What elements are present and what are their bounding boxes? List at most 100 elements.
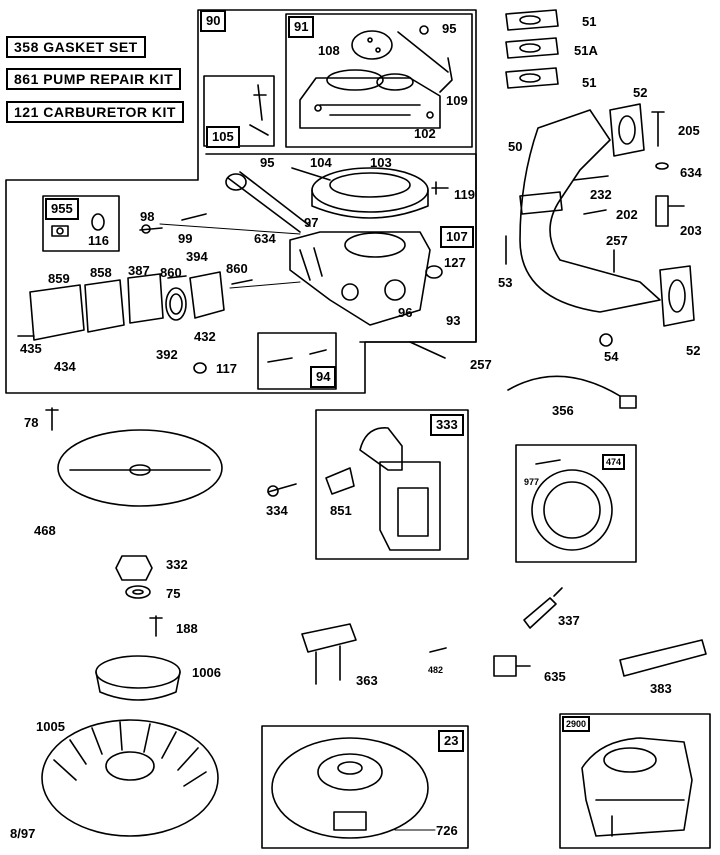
shaft-634-a bbox=[225, 171, 311, 233]
part-label-634-a: 634 bbox=[254, 231, 276, 246]
part-label-188: 188 bbox=[176, 621, 198, 636]
part-label-1005: 1005 bbox=[36, 719, 65, 734]
flywheel-23 bbox=[271, 737, 429, 839]
part-label-98: 98 bbox=[140, 209, 155, 224]
screw-98 bbox=[139, 224, 163, 234]
box-2900-frame bbox=[559, 713, 711, 849]
part-label-1006: 1006 bbox=[192, 665, 221, 680]
box-tag-94: 94 bbox=[310, 366, 337, 388]
part-label-860-b: 860 bbox=[226, 261, 248, 276]
box-tag-955: 955 bbox=[45, 198, 79, 220]
bolt-54 bbox=[599, 333, 613, 347]
plug-955 bbox=[51, 225, 69, 237]
part-label-232: 232 bbox=[590, 187, 612, 202]
washer-75 bbox=[125, 585, 151, 599]
part-label-435: 435 bbox=[20, 341, 42, 356]
part-label-363: 363 bbox=[356, 673, 378, 688]
part-label-102: 102 bbox=[414, 126, 436, 141]
box-tag-333: 333 bbox=[430, 414, 464, 436]
carburetor-body-107 bbox=[289, 231, 443, 326]
box-tag-107: 107 bbox=[440, 226, 474, 248]
part-label-356: 356 bbox=[552, 403, 574, 418]
box-955-frame bbox=[42, 195, 120, 252]
carburetor-upper-body bbox=[299, 69, 441, 129]
part-label-332: 332 bbox=[166, 557, 188, 572]
part-label-96: 96 bbox=[398, 305, 413, 320]
part-label-726: 726 bbox=[436, 823, 458, 838]
part-label-977: 977 bbox=[524, 477, 540, 487]
part-label-109: 109 bbox=[446, 93, 468, 108]
box-tag-2900: 2900 bbox=[562, 716, 591, 732]
part-label-51A: 51A bbox=[574, 43, 598, 58]
part-label-119: 119 bbox=[454, 187, 475, 202]
spring-860 bbox=[167, 275, 253, 285]
part-label-851: 851 bbox=[330, 503, 352, 518]
part-label-99: 99 bbox=[178, 231, 193, 246]
tool-383 bbox=[619, 639, 707, 677]
throttle-plate-108 bbox=[351, 30, 393, 60]
part-label-78: 78 bbox=[24, 415, 39, 430]
part-label-482: 482 bbox=[428, 665, 444, 675]
pump-link-line bbox=[229, 281, 301, 289]
part-label-116: 116 bbox=[88, 233, 109, 248]
washer-634-b bbox=[655, 162, 669, 170]
footer-date: 8/97 bbox=[10, 826, 36, 841]
carburetor-assembly-frame bbox=[5, 9, 477, 394]
part-label-50: 50 bbox=[508, 139, 523, 154]
cap-116 bbox=[91, 213, 105, 231]
clip-202 bbox=[583, 209, 607, 215]
spring-104 bbox=[291, 167, 331, 181]
part-label-54: 54 bbox=[604, 349, 619, 364]
gaskets-51 bbox=[505, 9, 559, 89]
box-474-frame bbox=[515, 444, 637, 563]
clip-851 bbox=[325, 467, 355, 495]
part-label-858: 858 bbox=[90, 265, 112, 280]
spark-plug-337 bbox=[523, 587, 563, 629]
part-label-394: 394 bbox=[186, 249, 208, 264]
kit-label-gasket-set: 358 GASKET SET bbox=[6, 36, 146, 58]
part-label-205: 205 bbox=[678, 123, 700, 138]
coil-474 bbox=[531, 469, 613, 551]
float-bowl-103 bbox=[311, 167, 429, 219]
pump-plates bbox=[29, 271, 225, 341]
carburetor-body-frame bbox=[205, 153, 477, 343]
ignition-armature-333 bbox=[359, 427, 441, 551]
part-label-127: 127 bbox=[444, 255, 466, 270]
part-label-860-a: 860 bbox=[160, 265, 182, 280]
box-333-frame bbox=[315, 409, 469, 560]
part-label-52-b: 52 bbox=[686, 343, 701, 358]
part-label-104: 104 bbox=[310, 155, 332, 170]
fitting-635 bbox=[493, 655, 531, 677]
throttle-shaft-109 bbox=[397, 25, 453, 93]
part-117 bbox=[193, 362, 207, 374]
part-label-468: 468 bbox=[34, 523, 56, 538]
part-label-52-a: 52 bbox=[633, 85, 648, 100]
part-label-257-a: 257 bbox=[470, 357, 492, 372]
part-label-392: 392 bbox=[156, 347, 178, 362]
part-label-95: 95 bbox=[442, 21, 457, 36]
engine-2900 bbox=[581, 737, 693, 837]
bolt-188 bbox=[149, 615, 163, 637]
bolt-205 bbox=[651, 111, 665, 147]
part-label-117: 117 bbox=[216, 361, 237, 376]
part-label-635: 635 bbox=[544, 669, 566, 684]
part-label-51-a: 51 bbox=[582, 14, 597, 29]
part-label-257-b: 257 bbox=[606, 233, 628, 248]
spring-232 bbox=[573, 175, 609, 181]
needle-105 bbox=[249, 84, 269, 136]
box-tag-105: 105 bbox=[206, 126, 240, 148]
screw-257-a bbox=[409, 341, 446, 359]
intake-elbow-50 bbox=[519, 109, 661, 313]
nut-332 bbox=[115, 555, 153, 581]
part-label-432: 432 bbox=[194, 329, 216, 344]
part-label-334: 334 bbox=[266, 503, 288, 518]
box-23-frame bbox=[261, 725, 469, 849]
part-label-203: 203 bbox=[680, 223, 702, 238]
part-label-434: 434 bbox=[54, 359, 76, 374]
bracket-363 bbox=[301, 623, 357, 685]
part-label-51-b: 51 bbox=[582, 75, 597, 90]
part-label-202: 202 bbox=[616, 207, 638, 222]
plug-977 bbox=[535, 459, 561, 465]
part-label-95-b: 95 bbox=[260, 155, 275, 170]
